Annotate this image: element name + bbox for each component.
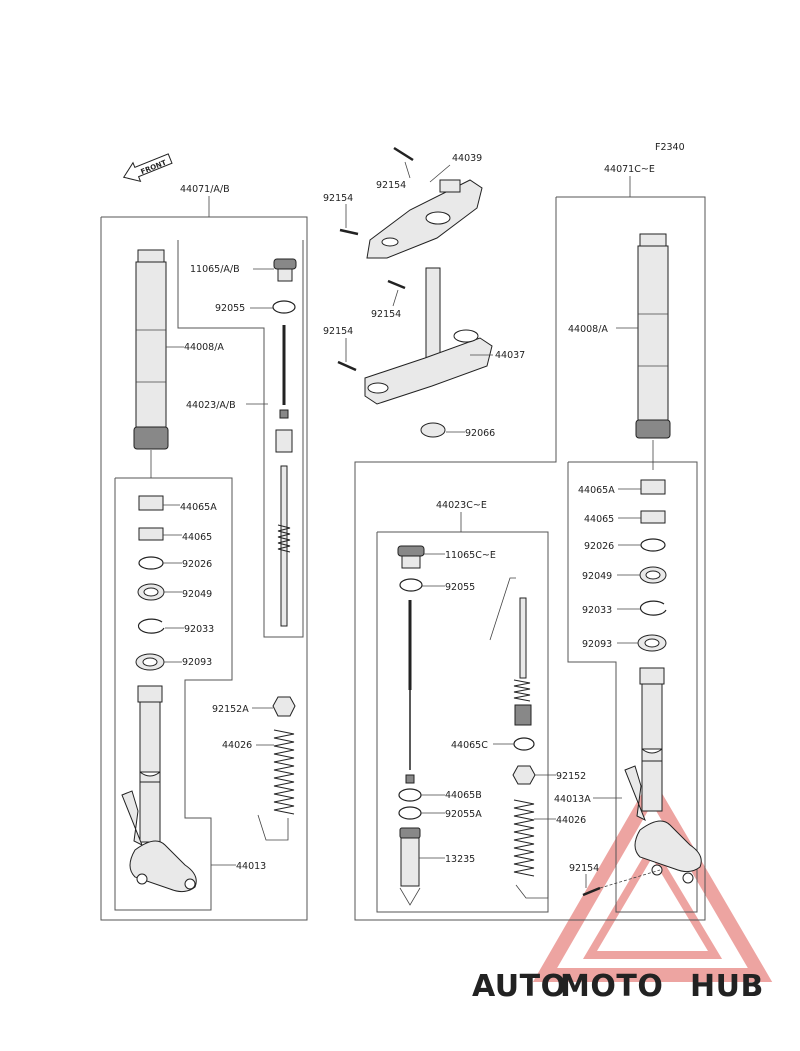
callout-92055-middle: 92055 xyxy=(445,582,475,593)
left-circlip-92033 xyxy=(137,618,165,634)
middle-damper-rod xyxy=(489,577,532,726)
callout-44065A-left: 44065A xyxy=(180,502,217,513)
right-inner-frame-lower xyxy=(567,461,698,913)
callout-92154-a: 92154 xyxy=(376,180,406,191)
callout-92049-right: 92049 xyxy=(582,571,612,582)
left-o-ring-92055 xyxy=(272,300,296,314)
callout-44026-left: 44026 xyxy=(222,740,252,751)
front-arrow-icon: FRONT xyxy=(122,153,173,183)
callout-44023CE: 44023C~E xyxy=(436,500,487,511)
right-washer-92026 xyxy=(640,538,666,552)
left-cap-bolt xyxy=(273,258,297,282)
callout-92152-middle: 92152 xyxy=(556,771,586,782)
left-washer-92026 xyxy=(138,556,164,570)
callout-92154-d: 92154 xyxy=(323,326,353,337)
bolt-92154-right-icon xyxy=(582,869,661,897)
callout-44039: 44039 xyxy=(452,153,482,164)
figure-code: F2340 xyxy=(655,142,685,153)
callout-44065-right: 44065 xyxy=(584,514,614,525)
callout-92026-right: 92026 xyxy=(584,541,614,552)
callout-44071-left: 44071/A/B xyxy=(180,184,230,195)
left-inner-frame-cartridge xyxy=(177,240,304,638)
callout-44013A-right: 44013A xyxy=(554,794,591,805)
callout-44065C: 44065C xyxy=(451,740,488,751)
right-guide-bushing-44065 xyxy=(640,510,666,524)
bolt-92154-c-icon xyxy=(387,279,406,290)
callout-11065CE: 11065C~E xyxy=(445,550,496,561)
right-assembly-frame xyxy=(354,196,706,921)
callout-92093-left: 92093 xyxy=(182,657,212,668)
middle-cap-bolt xyxy=(397,545,425,569)
callout-44065B: 44065B xyxy=(445,790,482,801)
right-outer-tube xyxy=(635,233,671,470)
callout-44013-left: 44013 xyxy=(236,861,266,872)
middle-fork-spring-44026 xyxy=(513,799,535,877)
middle-o-ring-92055 xyxy=(399,578,423,592)
callout-44037: 44037 xyxy=(495,350,525,361)
middle-nut-92152 xyxy=(512,765,536,785)
callout-11065-left: 11065/A/B xyxy=(190,264,240,275)
left-axle-bracket-44013 xyxy=(121,790,197,893)
callout-92026-left: 92026 xyxy=(182,559,212,570)
callout-92055A: 92055A xyxy=(445,809,482,820)
left-outer-tube xyxy=(133,249,169,478)
right-circlip-92033 xyxy=(639,600,667,616)
callout-92055-left: 92055 xyxy=(215,303,245,314)
bolt-92154-d-icon xyxy=(337,360,357,372)
callout-92093-right: 92093 xyxy=(582,639,612,650)
watermark-text-auto: AUTO xyxy=(472,969,567,1004)
callout-44065-left: 44065 xyxy=(182,532,212,543)
left-assembly-frame xyxy=(100,216,308,921)
callout-92154-c: 92154 xyxy=(371,309,401,320)
steering-stem-lower-clamp-44037 xyxy=(364,267,493,405)
middle-o-ring-92055A xyxy=(398,806,422,820)
callout-92154-right: 92154 xyxy=(569,863,599,874)
middle-washer-44065C xyxy=(513,737,535,751)
left-slide-bushing-44065A xyxy=(138,495,164,511)
callout-92066: 92066 xyxy=(465,428,495,439)
callout-44065A-right: 44065A xyxy=(578,485,615,496)
left-inner-frame-lower xyxy=(114,477,233,911)
right-inner-tube xyxy=(639,667,665,812)
stem-cap-92066 xyxy=(420,422,446,438)
left-inner-tube xyxy=(137,685,163,843)
callout-44071-right: 44071C~E xyxy=(604,164,655,175)
callout-44023-left: 44023/A/B xyxy=(186,400,236,411)
middle-ring-44065B xyxy=(398,788,422,802)
watermark-text-moto: MOTO xyxy=(560,969,663,1004)
callout-92154-b: 92154 xyxy=(323,193,353,204)
callout-92152A-left: 92152A xyxy=(212,704,249,715)
middle-cartridge-frame xyxy=(376,531,549,913)
callout-92033-left: 92033 xyxy=(184,624,214,635)
callout-92049-left: 92049 xyxy=(182,589,212,600)
callout-13235: 13235 xyxy=(445,854,475,865)
callout-92033-right: 92033 xyxy=(582,605,612,616)
bolt-92154-b-icon xyxy=(339,228,359,236)
callout-44026-middle: 44026 xyxy=(556,815,586,826)
upper-triple-clamp-44039 xyxy=(366,179,483,259)
middle-spacer-13235 xyxy=(399,827,421,887)
left-nut-92152A xyxy=(272,696,296,717)
right-slide-bushing-44065A xyxy=(640,479,666,495)
watermark-brand: AUTO MOTO HUB xyxy=(472,969,764,1004)
callout-44008-left: 44008/A xyxy=(184,342,224,353)
left-damper-rod xyxy=(275,325,293,627)
callout-44008-right: 44008/A xyxy=(568,324,608,335)
middle-push-rod xyxy=(405,600,415,784)
left-fork-spring-44026 xyxy=(273,729,295,815)
watermark-logo-icon xyxy=(532,776,773,982)
bolt-92154-a-icon xyxy=(393,146,414,162)
right-axle-bracket-44013A xyxy=(624,765,702,884)
left-guide-bushing-44065 xyxy=(138,527,164,541)
watermark-text-hub: HUB xyxy=(690,969,764,1004)
